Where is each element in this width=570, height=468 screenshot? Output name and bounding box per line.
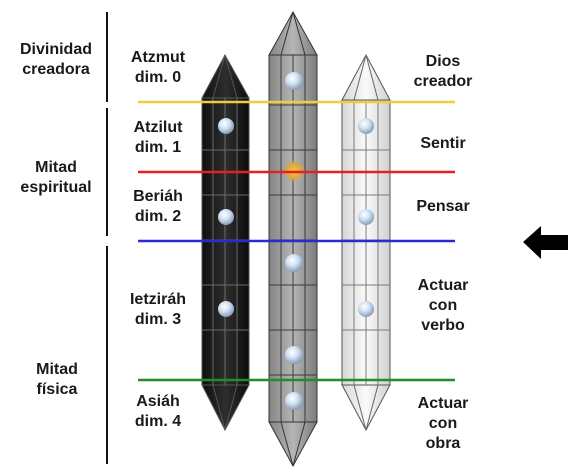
action-label-dios: Dios creador	[413, 53, 473, 90]
orb	[358, 118, 374, 134]
bracket-line-espiritual	[106, 108, 108, 236]
bracket-line-fisica	[106, 246, 108, 464]
world-label-ietzirah: Ietziráh dim. 3	[129, 291, 186, 328]
section-label-fisica: Mitad física	[36, 361, 78, 398]
orb	[285, 72, 303, 90]
action-label-sentir: Sentir	[420, 135, 466, 152]
orb	[358, 301, 374, 317]
dark-column	[201, 53, 250, 432]
orb	[285, 392, 303, 410]
light-column	[341, 53, 391, 432]
section-label-espiritual: Mitad espiritual	[20, 159, 92, 196]
world-label-beriah: Beriáh dim. 2	[133, 188, 183, 225]
section-label-divinidad: Divinidad creadora	[19, 41, 92, 78]
orb	[218, 209, 234, 225]
world-label-atzmut: Atzmut dim. 0	[130, 49, 186, 86]
orb	[285, 254, 303, 272]
arrow-left-icon	[523, 226, 568, 259]
world-label-asiah: Asiáh dim. 4	[134, 393, 182, 430]
action-label-verbo: Actuar con verbo	[417, 277, 469, 334]
world-label-atzilut: Atzilut dim. 1	[133, 119, 183, 156]
action-label-obra: Actuar con obra	[417, 395, 469, 452]
middle-column	[268, 10, 318, 468]
action-label-pensar: Pensar	[416, 198, 470, 215]
orb	[358, 209, 374, 225]
bracket-line-divinidad	[106, 12, 108, 102]
orb	[285, 346, 303, 364]
orb	[218, 301, 234, 317]
orb	[218, 118, 234, 134]
